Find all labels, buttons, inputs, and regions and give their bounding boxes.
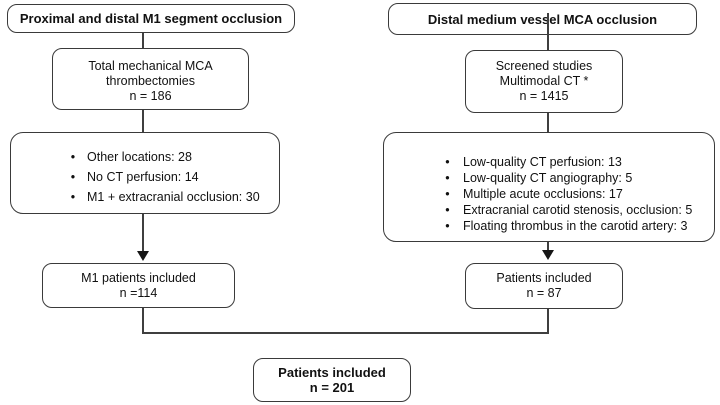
list-item-label: Extracranial carotid stenosis, occlusion… xyxy=(463,203,693,217)
list-item-label: Low-quality CT angiography: 5 xyxy=(463,171,633,185)
bullet-icon: • xyxy=(70,190,76,204)
list-item: • Other locations: 28 xyxy=(59,147,279,167)
left-header-box: Proximal and distal M1 segment occlusion xyxy=(7,4,295,33)
right-header-label: Distal medium vessel MCA occlusion xyxy=(427,11,658,27)
connector-left-exclusions-to-included xyxy=(142,214,144,252)
bullet-icon: • xyxy=(70,150,76,164)
connector-right-screened-to-exclusions xyxy=(547,113,549,132)
final-included-count: n = 201 xyxy=(309,380,355,395)
arrow-down-icon xyxy=(137,251,149,261)
left-total-line: thrombectomies xyxy=(106,73,195,88)
list-item-label: M1 + extracranial occlusion: 30 xyxy=(87,190,260,204)
list-item: • Floating thrombus in the carotid arter… xyxy=(432,218,714,234)
list-item: • Low-quality CT angiography: 5 xyxy=(432,170,714,186)
connector-left-total-to-exclusions xyxy=(142,110,144,132)
left-exclusions-box: • Other locations: 28 • No CT perfusion:… xyxy=(10,132,280,214)
bullet-icon: • xyxy=(70,170,76,184)
connector-left-included-drop xyxy=(142,308,144,334)
bullet-icon: • xyxy=(445,155,450,169)
left-total-count: n = 186 xyxy=(129,88,172,103)
left-header-label: Proximal and distal M1 segment occlusion xyxy=(19,11,283,26)
right-included-line: Patients included xyxy=(496,271,592,285)
list-item: • Extracranial carotid stenosis, occlusi… xyxy=(432,202,714,218)
left-included-box: M1 patients included n =114 xyxy=(42,263,235,308)
connector-right-header-to-screened xyxy=(547,13,549,50)
left-included-line: M1 patients included xyxy=(81,270,196,285)
connector-right-included-drop xyxy=(547,309,549,334)
right-included-box: Patients included n = 87 xyxy=(465,263,623,309)
right-header-box: Distal medium vessel MCA occlusion xyxy=(388,3,697,35)
list-item: • Low-quality CT perfusion: 13 xyxy=(432,154,714,170)
bullet-icon: • xyxy=(445,187,450,201)
list-item-label: Multiple acute occlusions: 17 xyxy=(463,187,623,201)
list-item-label: Other locations: 28 xyxy=(87,150,192,164)
right-included-count: n = 87 xyxy=(526,286,562,300)
list-item-label: No CT perfusion: 14 xyxy=(87,170,199,184)
left-total-box: Total mechanical MCA thrombectomies n = … xyxy=(52,48,249,110)
list-item: • Multiple acute occlusions: 17 xyxy=(432,186,714,202)
right-screened-line: Screened studies xyxy=(495,59,593,73)
right-exclusions-box: • Low-quality CT perfusion: 13 • Low-qua… xyxy=(383,132,715,242)
right-screened-box: Screened studies Multimodal CT * n = 141… xyxy=(465,50,623,113)
left-included-count: n =114 xyxy=(119,285,158,300)
final-included-box: Patients included n = 201 xyxy=(253,358,411,402)
arrow-down-icon xyxy=(542,250,554,260)
bullet-icon: • xyxy=(445,203,450,217)
connector-merge-horizontal xyxy=(142,332,549,334)
list-item-label: Low-quality CT perfusion: 13 xyxy=(463,155,622,169)
right-screened-line: Multimodal CT * xyxy=(499,74,589,88)
right-screened-count: n = 1415 xyxy=(519,89,569,103)
list-item: • No CT perfusion: 14 xyxy=(59,167,279,187)
bullet-icon: • xyxy=(445,219,450,233)
list-item: • M1 + extracranial occlusion: 30 xyxy=(59,187,279,207)
connector-right-exclusions-to-included xyxy=(547,242,549,251)
final-included-line: Patients included xyxy=(278,365,386,380)
list-item-label: Floating thrombus in the carotid artery:… xyxy=(463,219,688,233)
bullet-icon: • xyxy=(445,171,450,185)
left-total-line: Total mechanical MCA xyxy=(88,58,213,73)
connector-left-header-to-total xyxy=(142,33,144,48)
